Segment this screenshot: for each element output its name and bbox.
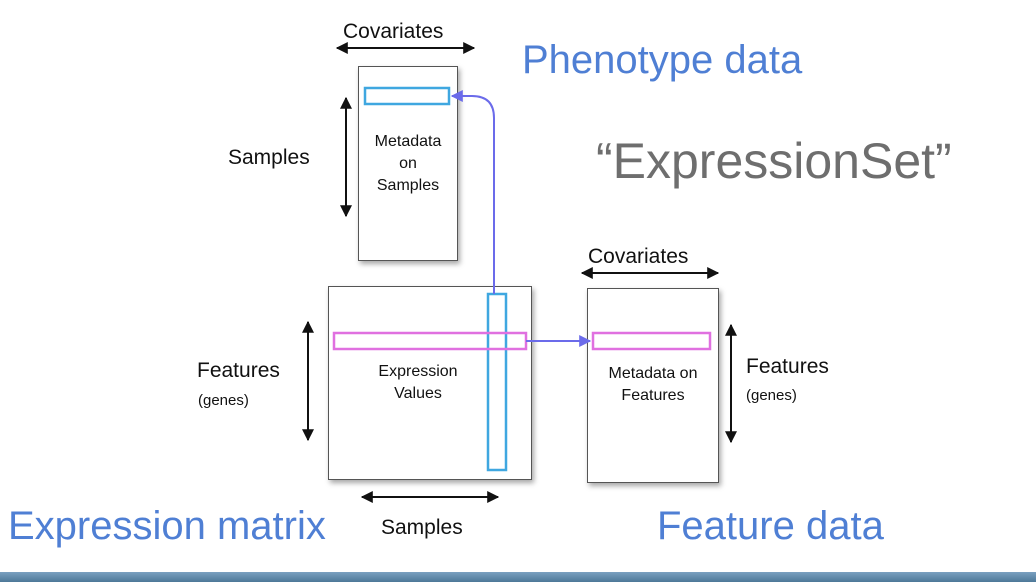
- expression-box-content: Expression Values: [343, 361, 493, 405]
- phenotype-data-heading: Phenotype data: [522, 38, 803, 82]
- expression-genes-label: (genes): [198, 392, 249, 409]
- feature-data-heading: Feature data: [657, 504, 884, 548]
- expressionset-title: “ExpressionSet”: [596, 133, 952, 189]
- expression-features-label: Features: [197, 359, 280, 382]
- phenotype-content-line: Metadata: [374, 133, 442, 150]
- phenotype-covariates-label: Covariates: [343, 20, 444, 43]
- feature-covariates-label: Covariates: [588, 245, 689, 268]
- feature-content-line: Metadata on: [608, 365, 698, 382]
- feature-row-highlight: [591, 331, 712, 351]
- expression-row-highlight: [332, 331, 528, 351]
- phenotype-row-highlight: [363, 86, 451, 106]
- phenotype-samples-label: Samples: [228, 146, 310, 169]
- feature-content-line: Features: [621, 387, 685, 404]
- feature-features-label: Features: [746, 355, 829, 378]
- feature-box-content: Metadata on Features: [588, 363, 718, 407]
- feature-genes-label: (genes): [746, 387, 797, 404]
- phenotype-data-box: Metadata on Samples: [358, 66, 458, 261]
- expression-content-line: Values: [394, 385, 442, 402]
- footer-bar: [0, 572, 1036, 582]
- feature-data-box: Metadata on Features: [587, 288, 719, 483]
- column-to-phenotype-arrow: [450, 90, 495, 294]
- expression-matrix-heading: Expression matrix: [8, 504, 326, 548]
- expression-column-highlight: [486, 292, 508, 472]
- phenotype-content-line: Samples: [376, 177, 440, 194]
- phenotype-content-line: on: [399, 155, 417, 172]
- expression-matrix-box: Expression Values: [328, 286, 532, 480]
- expression-samples-label: Samples: [381, 516, 463, 539]
- expression-content-line: Expression: [378, 363, 458, 380]
- phenotype-box-content: Metadata on Samples: [359, 131, 457, 197]
